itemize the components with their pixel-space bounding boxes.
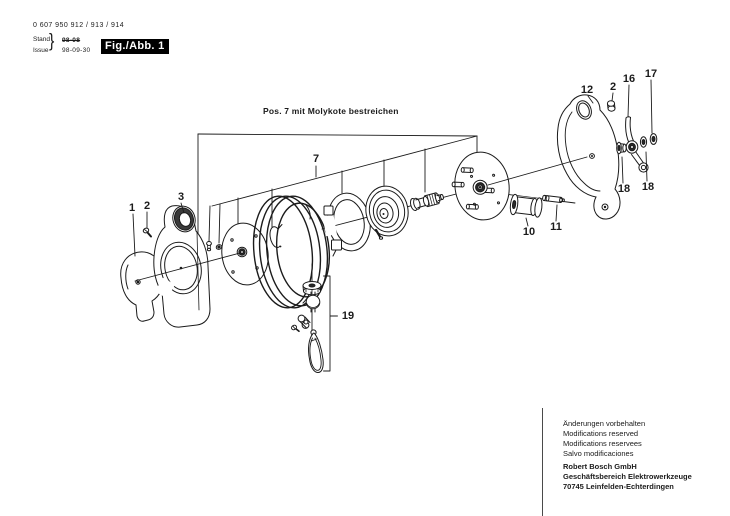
company-name: Robert Bosch GmbH [563, 462, 637, 471]
axis-lines-over [134, 156, 588, 282]
part-stud-disc [451, 151, 510, 221]
callout-label-12: 12 [580, 84, 594, 96]
callout-label-2-left: 2 [143, 200, 151, 212]
callout-label-19: 19 [341, 310, 355, 322]
footer-separator-line [542, 408, 543, 516]
callout-label-2-right: 2 [609, 81, 617, 93]
disclaimer-en: Modifications reserved [563, 429, 639, 438]
issue-date: 98-09-30 [62, 47, 91, 54]
company-division: Geschäftsbereich Elektrowerkzeuge [563, 472, 692, 481]
part-spring-coil [252, 195, 331, 309]
part-housing-plate [153, 205, 211, 328]
part-roller [509, 193, 543, 218]
callout-label-10: 10 [522, 226, 536, 238]
molykote-note: Pos. 7 mit Molykote bestreichen [263, 106, 399, 116]
issue-label: Issue [33, 47, 49, 54]
callout-label-17: 17 [644, 68, 658, 80]
callout-label-16: 16 [622, 73, 636, 85]
part-washer-17 [649, 133, 658, 145]
callout-label-18-left: 18 [617, 183, 631, 195]
part-bushing-18-left [616, 141, 627, 155]
superseded-date: 98-08 [62, 37, 81, 44]
figure-label-box: Fig./Abb. 1 [101, 39, 169, 54]
disclaimer-fr: Modifications reservees [563, 439, 642, 448]
callout-label-18-right: 18 [641, 181, 655, 193]
callout-label-1: 1 [128, 202, 136, 214]
callout-leader-lines [132, 79, 653, 257]
disclaimer-es: Salvo modificaciones [563, 449, 634, 458]
part-bearing-disc [221, 222, 269, 286]
part-splined-shaft [409, 191, 444, 212]
part-washer-18-right [639, 136, 648, 148]
callout-label-7: 7 [312, 153, 320, 165]
part-number: 0 607 950 912 / 913 / 914 [33, 22, 125, 29]
pos7-bracket-lines [197, 133, 478, 244]
part-cover-plate [120, 251, 165, 322]
callout-label-3: 3 [177, 191, 185, 203]
part-screw-washer-pair [206, 241, 223, 252]
callout-19-bracket [323, 275, 338, 372]
part-spring-drum [365, 185, 409, 240]
stand-label: Stand [33, 36, 50, 43]
part-screw-left [142, 227, 152, 238]
callout-label-11: 11 [550, 221, 562, 233]
stand-issue-brace: } [49, 31, 55, 52]
footer-block: Änderungen vorbehalten Modifications res… [563, 419, 692, 492]
part-hook-assembly [291, 281, 324, 374]
part-circlip [269, 224, 283, 248]
part-pin [542, 194, 565, 204]
disclaimer-de: Änderungen vorbehalten [563, 419, 646, 428]
company-address: 70745 Leinfelden-Echterdingen [563, 482, 674, 491]
part-bracket-plate [556, 94, 621, 220]
part-nut-right [606, 100, 616, 112]
